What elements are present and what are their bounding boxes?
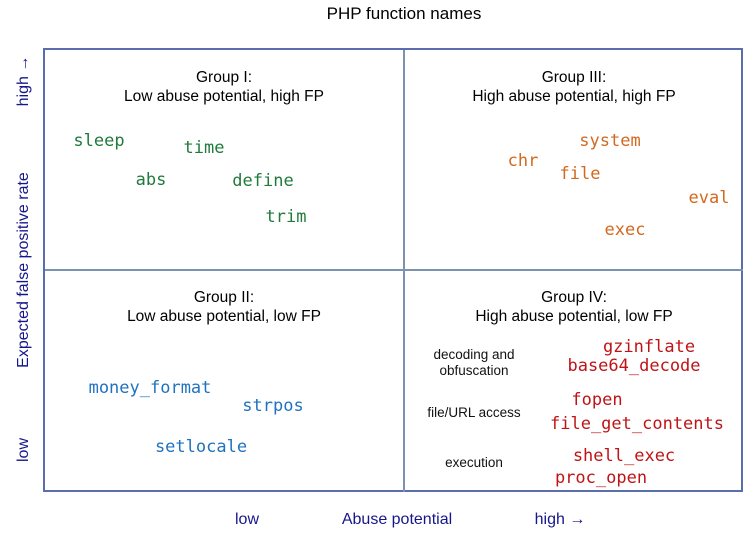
chart-title: PHP function names (326, 4, 482, 23)
group2-heading-subtitle: Low abuse potential, low FP (127, 308, 321, 325)
y-axis-label: Expected false positive rate (15, 172, 32, 368)
group4-heading-subtitle: High abuse potential, low FP (475, 308, 673, 325)
group1-heading-title: Group I: (196, 69, 252, 86)
vertical-divider (403, 50, 405, 492)
group3-heading-title: Group III: (541, 69, 607, 86)
group2-heading: Group II: Low abuse potential, low FP (45, 288, 403, 326)
group4-heading-title: Group IV: (541, 289, 607, 306)
group1-heading: Group I: Low abuse potential, high FP (45, 68, 403, 106)
group4-heading: Group IV: High abuse potential, low FP (405, 288, 743, 326)
x-axis-tick-low: low (234, 511, 260, 528)
horizontal-divider (45, 269, 743, 271)
y-axis-tick-high: high → (15, 55, 32, 107)
y-axis-tick-low: low (15, 437, 32, 463)
x-axis-tick-high: high → (534, 511, 586, 528)
x-axis-label: Abuse potential (341, 511, 453, 528)
group3-heading: Group III: High abuse potential, high FP (405, 68, 743, 106)
group1-heading-subtitle: Low abuse potential, high FP (124, 88, 324, 105)
group3-heading-subtitle: High abuse potential, high FP (472, 88, 676, 105)
group2-heading-title: Group II: (193, 289, 255, 306)
